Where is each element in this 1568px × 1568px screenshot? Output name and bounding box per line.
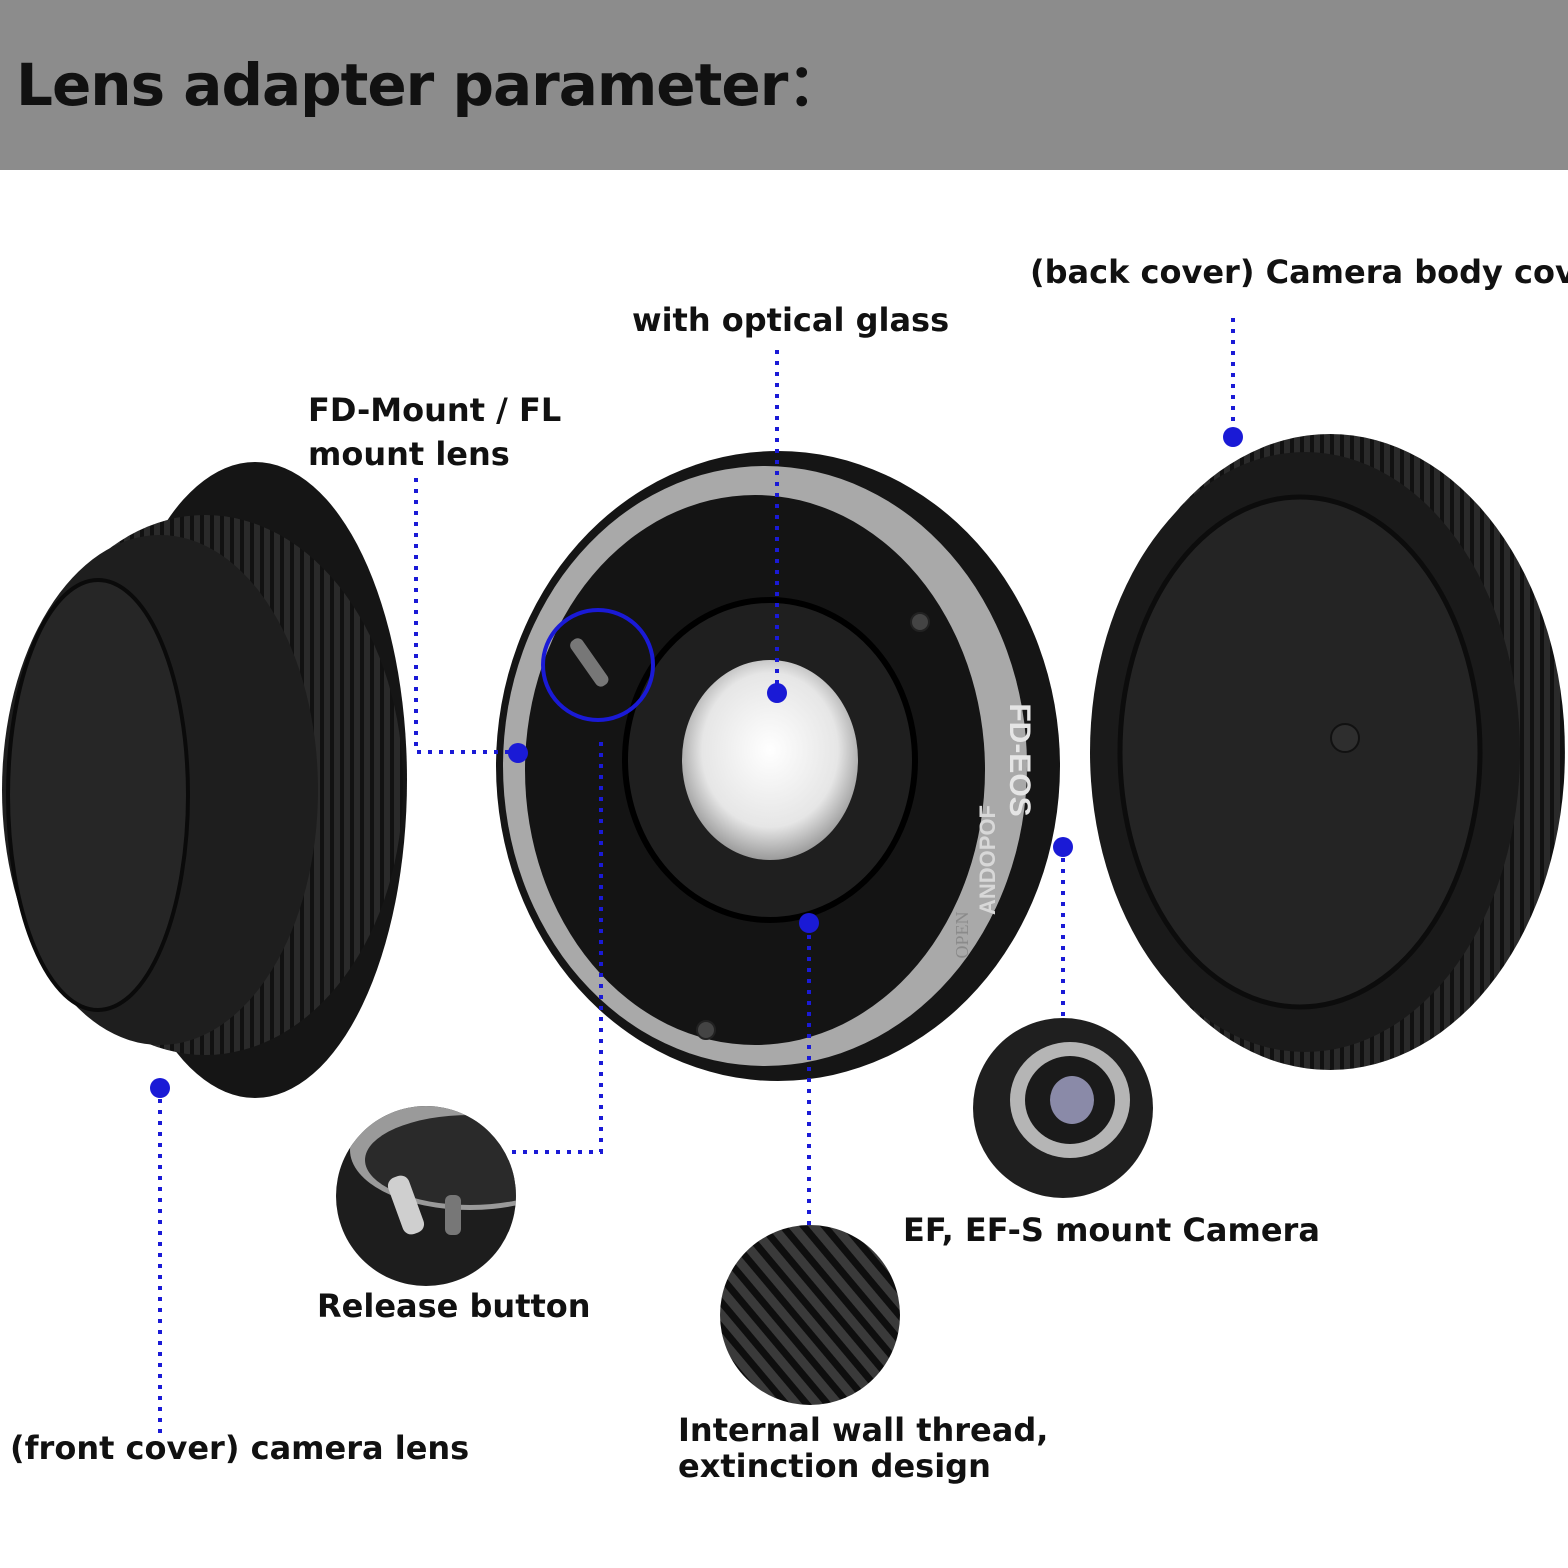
fd-mount-label-line1: FD-Mount / FL bbox=[308, 391, 562, 429]
internal-thread-label-line1: Internal wall thread, bbox=[678, 1411, 1049, 1449]
optical-glass-label: with optical glass bbox=[632, 301, 950, 339]
fd-mount-label-line2: mount lens bbox=[308, 435, 510, 473]
header-bar: Lens adapter parameter： bbox=[0, 0, 1568, 170]
release-highlight-circle bbox=[541, 608, 655, 722]
ef-mount-inset bbox=[973, 1018, 1153, 1198]
page-title: Lens adapter parameter： bbox=[16, 51, 845, 119]
back-cover-label: (back cover) Camera body cover bbox=[1030, 253, 1568, 291]
release-button-label: Release button bbox=[317, 1287, 591, 1325]
back-cap-image bbox=[1090, 434, 1565, 1070]
adapter-brand-text: ANDOPOF bbox=[975, 805, 1000, 915]
internal-thread-inset bbox=[720, 1225, 900, 1405]
adapter-open-text: OPEN bbox=[952, 911, 972, 958]
callout-dots bbox=[150, 427, 1243, 1098]
front-cover-label: (front cover) camera lens bbox=[10, 1429, 470, 1467]
adapter-ring-image: FD-EOS ANDOPOF OPEN bbox=[496, 451, 1060, 1081]
internal-thread-label-line2: extinction design bbox=[678, 1447, 991, 1485]
release-button-inset bbox=[336, 1106, 516, 1286]
ef-mount-label: EF, EF-S mount Camera bbox=[903, 1211, 1320, 1249]
front-cap-image bbox=[2, 462, 407, 1098]
callout-lines bbox=[158, 318, 1235, 1438]
adapter-model-text: FD-EOS bbox=[1003, 703, 1036, 816]
